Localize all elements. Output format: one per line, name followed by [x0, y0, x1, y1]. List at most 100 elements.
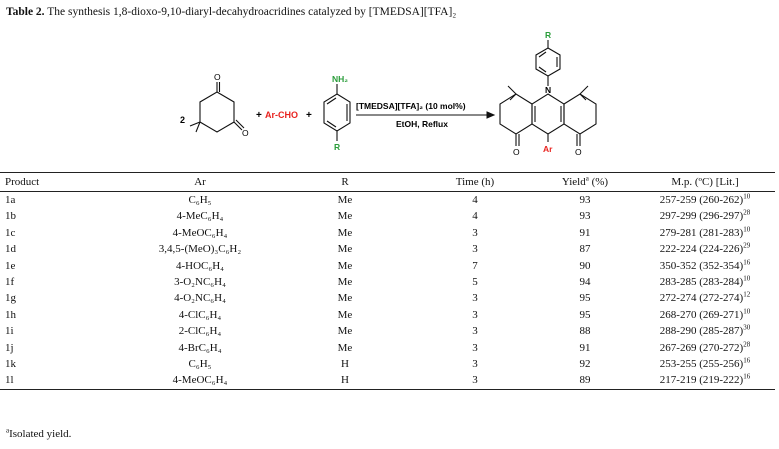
cell-yield: 93 — [579, 194, 591, 206]
cell-r: Me — [337, 276, 353, 289]
cell-time: 4 — [472, 194, 478, 206]
cell-r: Me — [337, 210, 353, 223]
cell-r: Me — [337, 341, 353, 354]
cell-mp-value: 222-224 (224-226) — [659, 243, 744, 256]
cell-yield: 92 — [579, 358, 591, 371]
cell-time: 7 — [472, 259, 478, 272]
cell-yield: 95 — [579, 292, 591, 305]
cell-mp-reference: 28 — [743, 208, 751, 217]
header-product: Product — [0, 172, 125, 192]
reagent-coefficient: 2 — [180, 115, 185, 125]
cell-time: 3 — [472, 226, 478, 239]
table-caption-label: Table 2. — [6, 6, 45, 18]
catalyst-label: [TMEDSA][TFA]₂ (10 mol%) — [356, 101, 466, 111]
cell-time: 3 — [472, 358, 478, 371]
header-r: R — [275, 172, 415, 192]
cell-mp-reference: 12 — [743, 290, 751, 299]
cell-product: 1a — [5, 194, 16, 206]
cell-ar: C₆H₅ — [188, 194, 212, 206]
cell-mp-reference: 16 — [743, 372, 751, 381]
aniline-structure — [323, 84, 351, 141]
cell-mp-reference: 10 — [743, 274, 751, 283]
cell-product: 1j — [5, 341, 14, 354]
cell-yield: 89 — [535, 372, 635, 390]
acridine-product-structure — [499, 40, 597, 146]
cell-ar: 3,4,5-(MeO)₃C₆H₂ — [158, 243, 242, 256]
footnote-mark: a — [6, 426, 10, 435]
cell-r: Me — [337, 308, 353, 321]
cell-time: 4 — [472, 210, 478, 223]
cell-r: H — [275, 372, 415, 390]
cell-mp: 272-274 (272-274)12 — [635, 290, 775, 306]
dimedone-structure — [189, 82, 245, 133]
cell-yield: 91 — [579, 341, 591, 354]
dimedone-oxygen-top: O — [214, 72, 221, 82]
cell-mp-reference: 10 — [743, 307, 751, 316]
cell-mp-value: 253-255 (255-256) — [659, 358, 744, 371]
cell-mp-reference: 10 — [743, 225, 751, 234]
cell-ar: 4-BrC₆H₄ — [178, 341, 222, 354]
cell-r: H — [341, 358, 349, 371]
reaction-scheme: 2 O O + Ar-CHO + NH₂ R [TMEDSA][TFA]₂ (1… — [180, 30, 597, 157]
cell-mp: 253-255 (255-256)16 — [635, 356, 775, 372]
conditions-label: EtOH, Reflux — [396, 119, 448, 129]
cell-mp-reference: 28 — [743, 340, 751, 348]
cell-mp-reference: 16 — [743, 257, 751, 266]
dimedone-oxygen-bottom: O — [242, 128, 249, 138]
product-r-label: R — [545, 30, 551, 40]
cell-mp: 257-259 (260-262)10 — [635, 192, 775, 209]
cell-yield: 91 — [579, 226, 591, 239]
cell-ar: 3-O₂NC₆H₄ — [174, 276, 226, 289]
cell-product: 1c — [5, 226, 16, 239]
cell-r: Me — [337, 226, 353, 239]
plus-sign-1: + — [256, 110, 262, 121]
header-yield-label: Yield — [561, 176, 586, 188]
cell-ar: 4-ClC₆H₄ — [178, 308, 222, 321]
cell-product: 1l — [0, 372, 125, 390]
cell-mp: 350-352 (352-354)16 — [635, 258, 775, 274]
aniline-r-label: R — [334, 142, 340, 152]
cell-time: 3 — [472, 308, 478, 321]
cell-mp-value: 288-290 (285-287) — [659, 325, 744, 338]
results-table: Product Ar R Time (h) Yielda (%) M.p. (º… — [0, 172, 775, 390]
cell-mp: 217-219 (219-222)16 — [635, 372, 775, 390]
cell-mp-reference: 10 — [743, 192, 751, 201]
cell-mp-reference: 16 — [743, 356, 751, 365]
product-n-label: N — [545, 85, 551, 95]
cell-mp-value: 268-270 (269-271) — [659, 308, 744, 321]
cell-product: 1e — [5, 259, 16, 272]
table-row: 1g 4-O₂NC₆H₄ Me 3 95 272-274 (272-274)12 — [0, 290, 775, 306]
cell-mp: 283-285 (283-284)10 — [635, 274, 775, 290]
cell-r: Me — [337, 292, 353, 305]
cell-yield: 88 — [579, 325, 591, 338]
cell-mp-value: 217-219 (219-222) — [659, 374, 744, 387]
cell-mp: 297-299 (296-297)28 — [635, 208, 775, 224]
amine-group-label: NH₂ — [332, 74, 348, 84]
product-ar-label: Ar — [543, 144, 553, 154]
cell-ar: 4-MeOC₆H₄ — [125, 372, 275, 390]
cell-yield: 94 — [579, 276, 591, 289]
cell-time: 3 — [472, 292, 478, 305]
cell-time: 3 — [415, 372, 535, 390]
cell-ar: 4-O₂NC₆H₄ — [174, 292, 226, 305]
table-header-row: Product Ar R Time (h) Yielda (%) M.p. (º… — [0, 172, 775, 192]
cell-r: Me — [337, 259, 353, 272]
table-caption: Table 2. The synthesis 1,8-dioxo-9,10-di… — [6, 5, 456, 19]
header-ar: Ar — [125, 172, 275, 192]
cell-mp: 288-290 (285-287)30 — [635, 323, 775, 339]
cell-ar: 4-MeOC₆H₄ — [172, 226, 228, 239]
cell-product: 1g — [5, 292, 16, 305]
cell-mp-value: 257-259 (260-262) — [659, 194, 744, 206]
cell-ar: C₆H₅ — [188, 358, 212, 371]
cell-product: 1k — [5, 358, 16, 371]
plus-sign-2: + — [306, 110, 312, 121]
header-mp: M.p. (ºC) [Lit.] — [635, 172, 775, 192]
cell-yield: 93 — [579, 210, 591, 223]
cell-mp: 268-270 (269-271)10 — [635, 307, 775, 323]
cell-time: 3 — [472, 243, 478, 256]
cell-r: Me — [337, 243, 353, 256]
